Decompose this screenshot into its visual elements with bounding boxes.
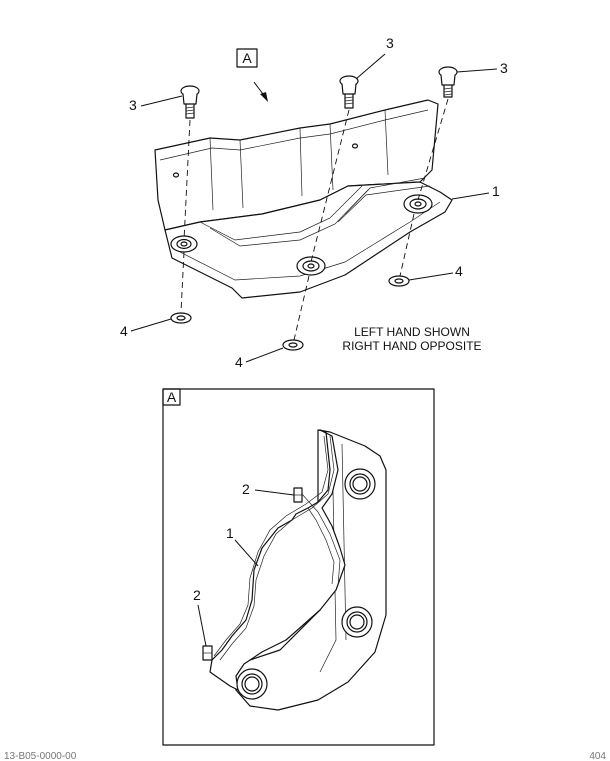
callout-bolt-left: 3 xyxy=(129,95,183,113)
carriage-bolt-right xyxy=(438,66,458,98)
footer-left: 13-B05-0000-00 xyxy=(4,751,77,761)
view-a-label: A xyxy=(242,50,252,66)
assembly-centerlines xyxy=(180,98,449,341)
callout-bracket-top: 1 xyxy=(451,183,500,200)
note-line-1: LEFT HAND SHOWN xyxy=(354,325,470,339)
bracket-assembly xyxy=(154,99,453,299)
washer-left xyxy=(170,312,192,324)
callout-nut-lower: 2 xyxy=(193,587,207,647)
svg-text:2: 2 xyxy=(242,481,250,497)
callout-bracket-detail: 1 xyxy=(226,525,259,567)
callout-nut-upper: 2 xyxy=(242,481,295,497)
svg-text:4: 4 xyxy=(455,263,463,279)
washer-center xyxy=(282,339,304,351)
view-a-reference: A xyxy=(236,48,268,102)
detail-boss-middle xyxy=(341,606,373,638)
callout-washer-right: 4 xyxy=(408,263,463,281)
svg-text:1: 1 xyxy=(226,525,234,541)
callout-bolt-right: 3 xyxy=(456,60,508,76)
detail-nut-lower xyxy=(202,645,213,661)
mounting-hole-left xyxy=(170,235,198,253)
detail-nut-upper xyxy=(293,487,303,503)
carriage-bolt-left xyxy=(180,85,200,119)
svg-text:1: 1 xyxy=(492,183,500,199)
footer-right: 404 xyxy=(589,751,606,761)
svg-text:2: 2 xyxy=(193,587,201,603)
callout-bolt-center: 3 xyxy=(355,35,394,80)
note-line-2: RIGHT HAND OPPOSITE xyxy=(342,339,481,353)
detail-view-a: A xyxy=(162,388,435,746)
callout-washer-left: 4 xyxy=(120,318,172,339)
svg-text:3: 3 xyxy=(500,60,508,76)
detail-boss-top xyxy=(344,468,376,500)
svg-text:4: 4 xyxy=(120,323,128,339)
svg-text:3: 3 xyxy=(386,35,394,51)
detail-boss-bottom xyxy=(236,668,268,700)
carriage-bolt-center xyxy=(339,75,359,109)
svg-text:3: 3 xyxy=(129,97,137,113)
orientation-note: LEFT HAND SHOWN RIGHT HAND OPPOSITE xyxy=(342,325,481,353)
detail-label: A xyxy=(167,389,177,405)
mounting-hole-right xyxy=(403,194,433,214)
callout-washer-center: 4 xyxy=(235,347,284,370)
washer-right xyxy=(388,275,410,287)
mounting-hole-center xyxy=(296,256,326,276)
svg-text:4: 4 xyxy=(235,354,243,370)
